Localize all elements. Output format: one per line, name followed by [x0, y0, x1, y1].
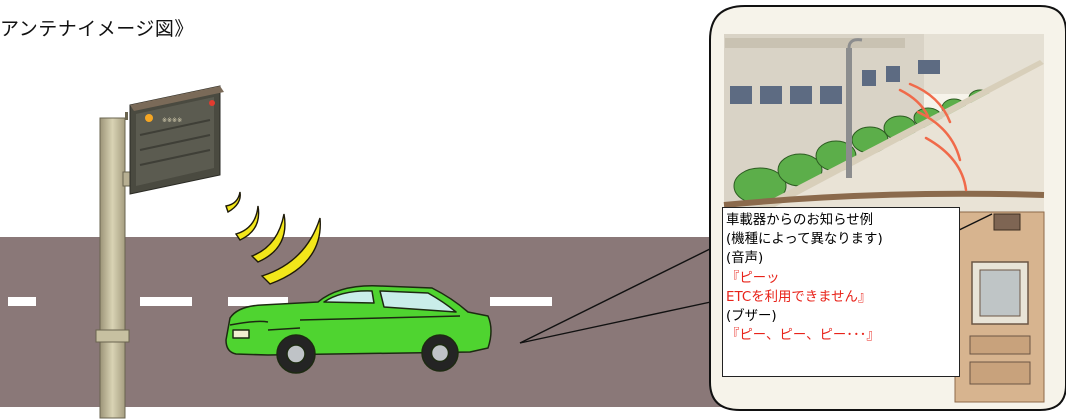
svg-text:※※※※: ※※※※ [162, 117, 182, 124]
notice-voice-line-2: ETCを利用できません』 [726, 288, 955, 307]
notice-buzzer-line: 『ピー、ピー、ピー･･･』 [726, 326, 955, 345]
notice-voice-label: (音声) [726, 249, 955, 268]
roadside-sign-panel: ※※※※ [130, 86, 224, 194]
notice-voice-line-1: 『ピーッ [726, 269, 955, 288]
onboard-unit-notice-box: 車載器からのお知らせ例 (機種によって異なります) (音声) 『ピーッ ETCを… [722, 207, 960, 377]
notice-buzzer-label: (ブザー) [726, 307, 955, 326]
notice-model-note: (機種によって異なります) [726, 230, 955, 249]
dashboard-illustration [955, 212, 1044, 402]
notice-heading: 車載器からのお知らせ例 [726, 211, 955, 230]
